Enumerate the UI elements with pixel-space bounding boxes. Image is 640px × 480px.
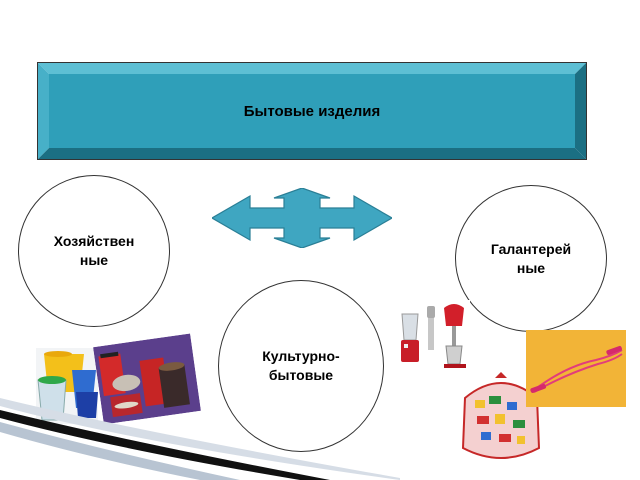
category-cultural: Культурно- бытовые [218,280,384,452]
diagram-title: Бытовые изделия [243,102,381,120]
decorative-swoosh [0,398,400,480]
category-haberdashery-line1: Галантерей [490,240,572,257]
category-cultural-line2: бытовые [268,367,334,383]
title-box [37,62,587,160]
tin-containers-photo [93,333,201,425]
kitchen-appliances-photo [398,300,470,370]
category-cultural-line1: Культурно- [262,348,340,364]
category-haberdashery: Галантерей ные [455,185,607,332]
category-household: Хозяйствен ные [18,175,170,327]
category-haberdashery-line2: ные [516,259,546,276]
jump-rope-photo [526,330,626,407]
category-household-line1: Хозяйствен [53,233,135,249]
category-household-line2: ные [79,252,109,268]
four-way-arrow-icon [212,188,392,248]
